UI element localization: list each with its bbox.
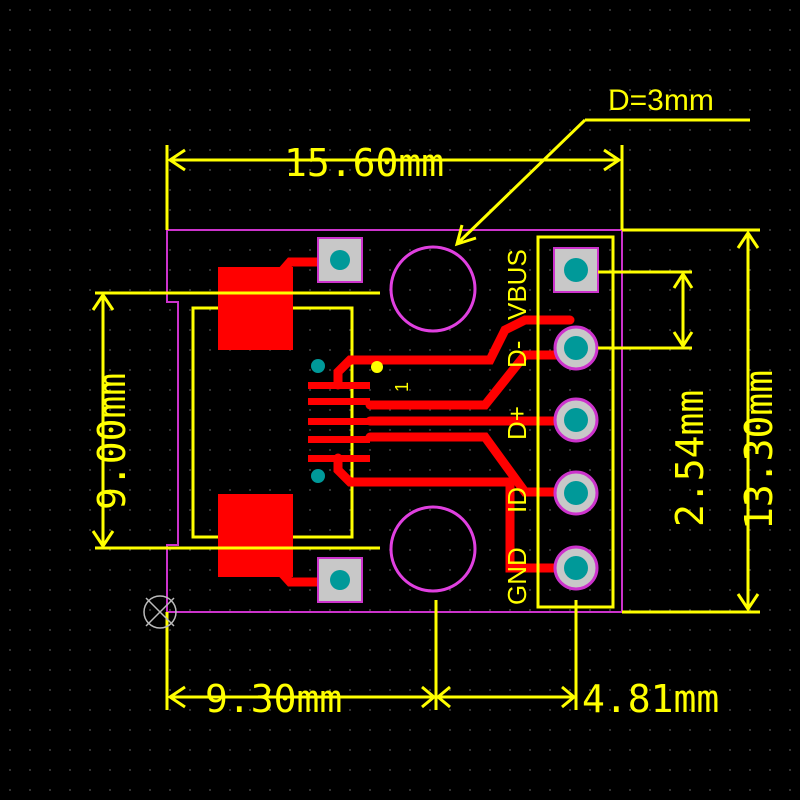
origin-crosshair-icon bbox=[143, 595, 177, 629]
header-pins bbox=[553, 325, 599, 591]
pin-label-vbus: VBUS bbox=[502, 249, 532, 320]
shield-pad-top bbox=[218, 267, 293, 350]
dimension-lines bbox=[91, 118, 760, 710]
dim-connector-height: 9.00mm bbox=[90, 373, 134, 510]
dim-hole-offset: 9.30mm bbox=[205, 677, 342, 721]
via bbox=[311, 469, 325, 483]
pin-label-dplus: D+ bbox=[502, 406, 532, 440]
copper-traces bbox=[265, 257, 581, 587]
pin-label-dminus: D- bbox=[502, 341, 532, 368]
pin1-label: 1 bbox=[392, 382, 412, 392]
dim-board-height: 13.30mm bbox=[737, 370, 781, 530]
dim-pin-pitch: 2.54mm bbox=[668, 390, 712, 527]
drill-icon bbox=[330, 570, 350, 590]
usb-signal-pads bbox=[308, 382, 370, 462]
via bbox=[311, 359, 325, 373]
dim-hole-diameter: D=3mm bbox=[608, 84, 714, 117]
drill-icon bbox=[564, 258, 588, 282]
board-outline bbox=[166, 229, 623, 613]
pin1-dot bbox=[371, 361, 383, 373]
shield-pad-bottom bbox=[218, 494, 293, 577]
drill-icon bbox=[330, 250, 350, 270]
mounting-hole-bottom bbox=[389, 505, 477, 593]
pin-label-id: ID bbox=[502, 487, 532, 513]
dim-header-offset: 4.81mm bbox=[582, 677, 719, 721]
dim-width-total: 15.60mm bbox=[284, 141, 444, 185]
mounting-hole-top bbox=[389, 245, 477, 333]
pin-label-gnd: GND bbox=[502, 547, 532, 605]
